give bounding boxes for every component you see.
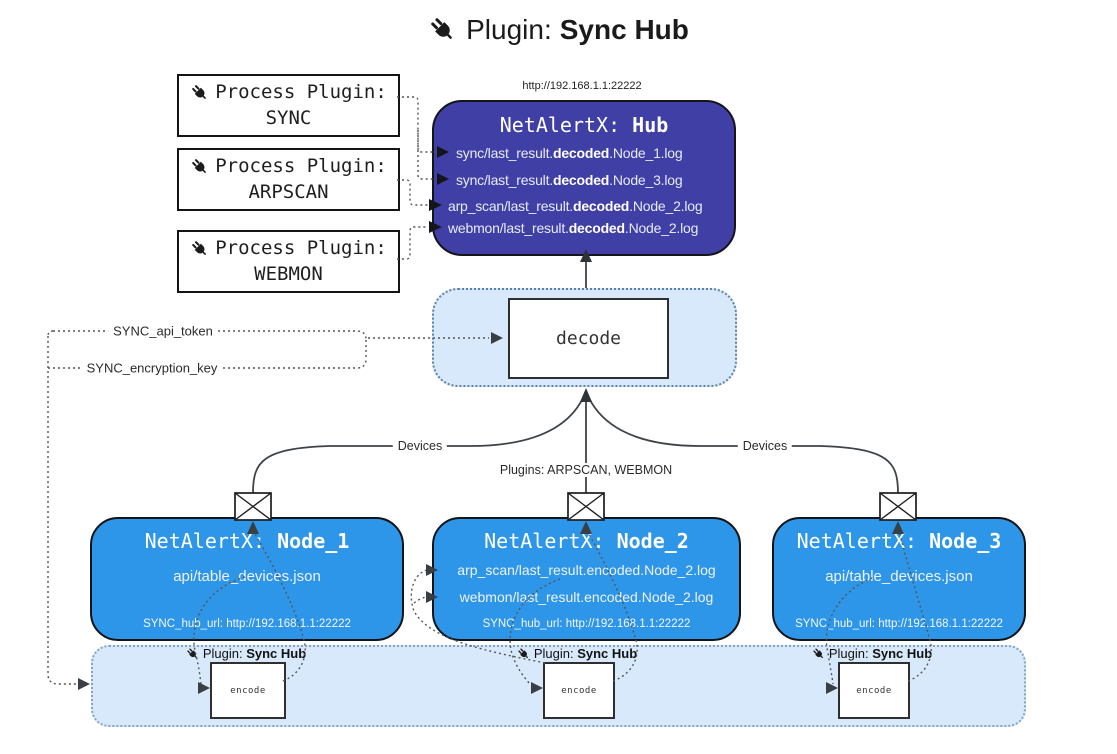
decode-box: decode <box>508 298 669 379</box>
log-post: .Node_1.log <box>609 145 683 161</box>
process-plugin-name: WEBMON <box>254 262 323 285</box>
hub-title-bold: Hub <box>632 113 669 137</box>
label-devices-right: Devices <box>737 439 793 453</box>
node-hub-url: SYNC_hub_url: http://192.168.1.1:22222 <box>143 618 351 630</box>
log-post: .Node_2.log <box>624 220 699 236</box>
encode-plugin-label: Plugin: Sync Hub <box>186 646 306 661</box>
plug-icon <box>812 647 826 661</box>
encode-plugin-prefix: Plugin: <box>533 646 578 661</box>
encode-box: encode <box>210 662 286 719</box>
encode-label: encode <box>561 685 597 696</box>
node-title: NetAlertX: Node_2 <box>434 529 739 553</box>
node-title: NetAlertX: Node_1 <box>92 529 402 553</box>
plug-icon <box>190 157 210 177</box>
hub-log-row: arp_scan/last_result.decoded.Node_2.log <box>448 198 703 214</box>
process-plugin-name: ARPSCAN <box>248 180 329 203</box>
label-devices-left: Devices <box>392 439 448 453</box>
plug-icon <box>517 647 531 661</box>
process-plugin-label: Process Plugin: <box>215 154 387 177</box>
plug-icon <box>186 647 200 661</box>
label-sync-api-token: SYNC_api_token <box>108 323 218 339</box>
node-box-node-3: NetAlertX: Node_3 api/table_devices.json… <box>772 517 1026 641</box>
node-box-node-2: NetAlertX: Node_2 arp_scan/last_result.e… <box>432 517 741 641</box>
plug-icon <box>428 15 458 45</box>
hub-log-row: webmon/last_result.decoded.Node_2.log <box>448 220 698 236</box>
encode-plugin-bold: Sync Hub <box>872 646 933 661</box>
encode-plugin-bold: Sync Hub <box>577 646 638 661</box>
node-line: api/table_devices.json <box>825 568 973 585</box>
log-pre: arp_scan/last_result. <box>448 198 573 214</box>
node-title-bold: Node_1 <box>277 529 350 553</box>
plug-icon <box>190 239 210 259</box>
process-plugin-label: Process Plugin: <box>215 80 387 103</box>
encode-plugin-bold: Sync Hub <box>246 646 307 661</box>
node-title-bold: Node_2 <box>616 529 689 553</box>
encode-box: encode <box>543 662 615 719</box>
hub-title: NetAlertX: Hub <box>434 113 734 137</box>
node-hub-url: SYNC_hub_url: http://192.168.1.1:22222 <box>482 618 691 630</box>
envelope-icon <box>567 492 605 521</box>
log-pre: webmon/last_result. <box>448 220 569 236</box>
node-box-node-1: NetAlertX: Node_1 api/table_devices.json… <box>90 517 404 641</box>
node-title-bold: Node_3 <box>929 529 1002 553</box>
decode-label: decode <box>555 328 622 349</box>
hub-node: NetAlertX: Hub sync/last_result.decoded.… <box>432 100 736 256</box>
node-line: api/table_devices.json <box>173 568 321 585</box>
process-plugin-label: Process Plugin: <box>215 236 387 259</box>
page-title-prefix: Plugin: <box>466 14 552 45</box>
node-title-prefix: NetAlertX: <box>484 529 617 553</box>
hub-url-label: http://192.168.1.1:22222 <box>522 80 642 92</box>
label-plugins: Plugins: ARPSCAN, WEBMON <box>494 463 678 477</box>
plug-icon <box>190 83 210 103</box>
encode-plugin-prefix: Plugin: <box>828 646 873 661</box>
encode-box: encode <box>838 662 910 719</box>
log-post: .Node_2.log <box>629 198 703 214</box>
process-plugin-name: SYNC <box>265 106 312 129</box>
page-title-bold: Sync Hub <box>559 14 689 45</box>
encode-plugin-prefix: Plugin: <box>202 646 247 661</box>
encode-label: encode <box>856 685 892 696</box>
log-pre: sync/last_result. <box>456 172 553 188</box>
log-bold: decoded <box>552 172 610 188</box>
envelope-icon <box>879 492 917 521</box>
node-hub-url: SYNC_hub_url: http://192.168.1.1:22222 <box>795 618 1003 630</box>
log-bold: decoded <box>552 145 610 161</box>
encode-label: encode <box>230 685 266 696</box>
encode-plugin-label: Plugin: Sync Hub <box>517 646 637 661</box>
log-post: .Node_3.log <box>609 172 683 188</box>
log-pre: sync/last_result. <box>456 145 553 161</box>
node-title-prefix: NetAlertX: <box>144 529 278 553</box>
hub-log-row: sync/last_result.decoded.Node_3.log <box>456 172 683 188</box>
node-title: NetAlertX: Node_3 <box>774 529 1024 553</box>
label-sync-encryption-key: SYNC_encryption_key <box>81 360 223 376</box>
page-title: Plugin: Sync Hub <box>0 14 1117 46</box>
process-plugin-box-arpscan: Process Plugin: ARPSCAN <box>177 148 400 211</box>
hub-log-row: sync/last_result.decoded.Node_1.log <box>456 145 683 161</box>
hub-title-prefix: NetAlertX: <box>499 113 633 137</box>
node-line: arp_scan/last_result.encoded.Node_2.log <box>457 562 716 578</box>
encode-plugin-label: Plugin: Sync Hub <box>812 646 932 661</box>
log-bold: decoded <box>572 198 630 214</box>
log-bold: decoded <box>568 220 625 236</box>
process-plugin-box-sync: Process Plugin: SYNC <box>177 74 400 137</box>
node-title-prefix: NetAlertX: <box>796 529 930 553</box>
process-plugin-box-webmon: Process Plugin: WEBMON <box>177 230 400 293</box>
envelope-icon <box>234 492 272 521</box>
node-line: webmon/last_result.encoded.Node_2.log <box>459 589 714 605</box>
